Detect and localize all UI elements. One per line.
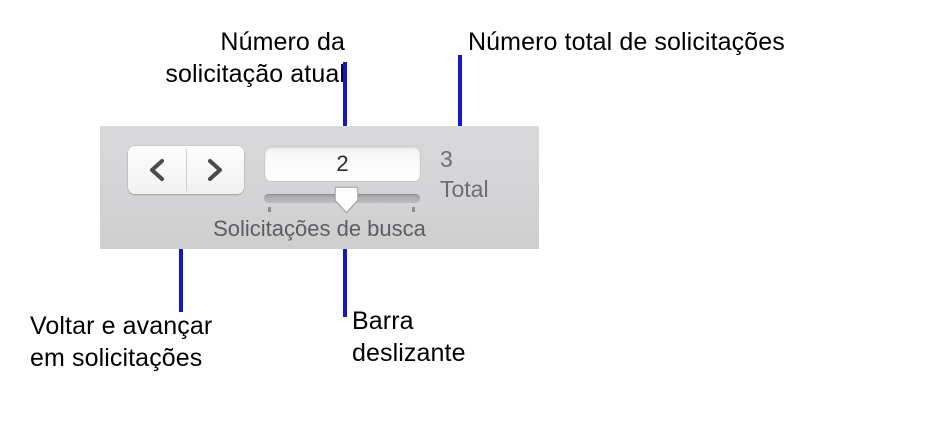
current-request-number-field[interactable]: 2 xyxy=(265,147,420,181)
search-requests-panel: 2 3 Total Solicitações de busca xyxy=(100,126,539,249)
next-request-button[interactable] xyxy=(186,146,244,194)
chevron-left-icon xyxy=(150,159,164,181)
leader-line-slider xyxy=(343,213,347,317)
leader-line-total-number xyxy=(458,55,462,142)
slider-tick-min xyxy=(268,207,271,212)
navigation-segmented-control[interactable] xyxy=(128,146,244,194)
current-request-number-value: 2 xyxy=(336,151,349,176)
leader-line-navigation-stem xyxy=(179,204,183,312)
slider-thumb[interactable] xyxy=(334,186,359,214)
annotation-current-request-number: Número da solicitação atual xyxy=(165,28,345,88)
annotation-navigation-buttons: Voltar e avançar em solicitações xyxy=(30,312,213,372)
request-slider[interactable] xyxy=(264,186,420,214)
annotation-total-requests: Número total de solicitações xyxy=(468,28,785,56)
total-requests-block: 3 Total xyxy=(440,144,489,204)
leader-line-current-number xyxy=(343,62,347,154)
chevron-right-icon xyxy=(208,159,222,181)
slider-tick-marks xyxy=(264,207,420,213)
previous-request-button[interactable] xyxy=(128,146,186,194)
slider-tick-max xyxy=(412,207,415,212)
annotation-slider: Barra deslizante xyxy=(352,307,466,367)
total-requests-label: Total xyxy=(440,176,489,202)
slider-caption: Solicitações de busca xyxy=(213,216,426,241)
total-requests-count: 3 xyxy=(440,146,453,172)
